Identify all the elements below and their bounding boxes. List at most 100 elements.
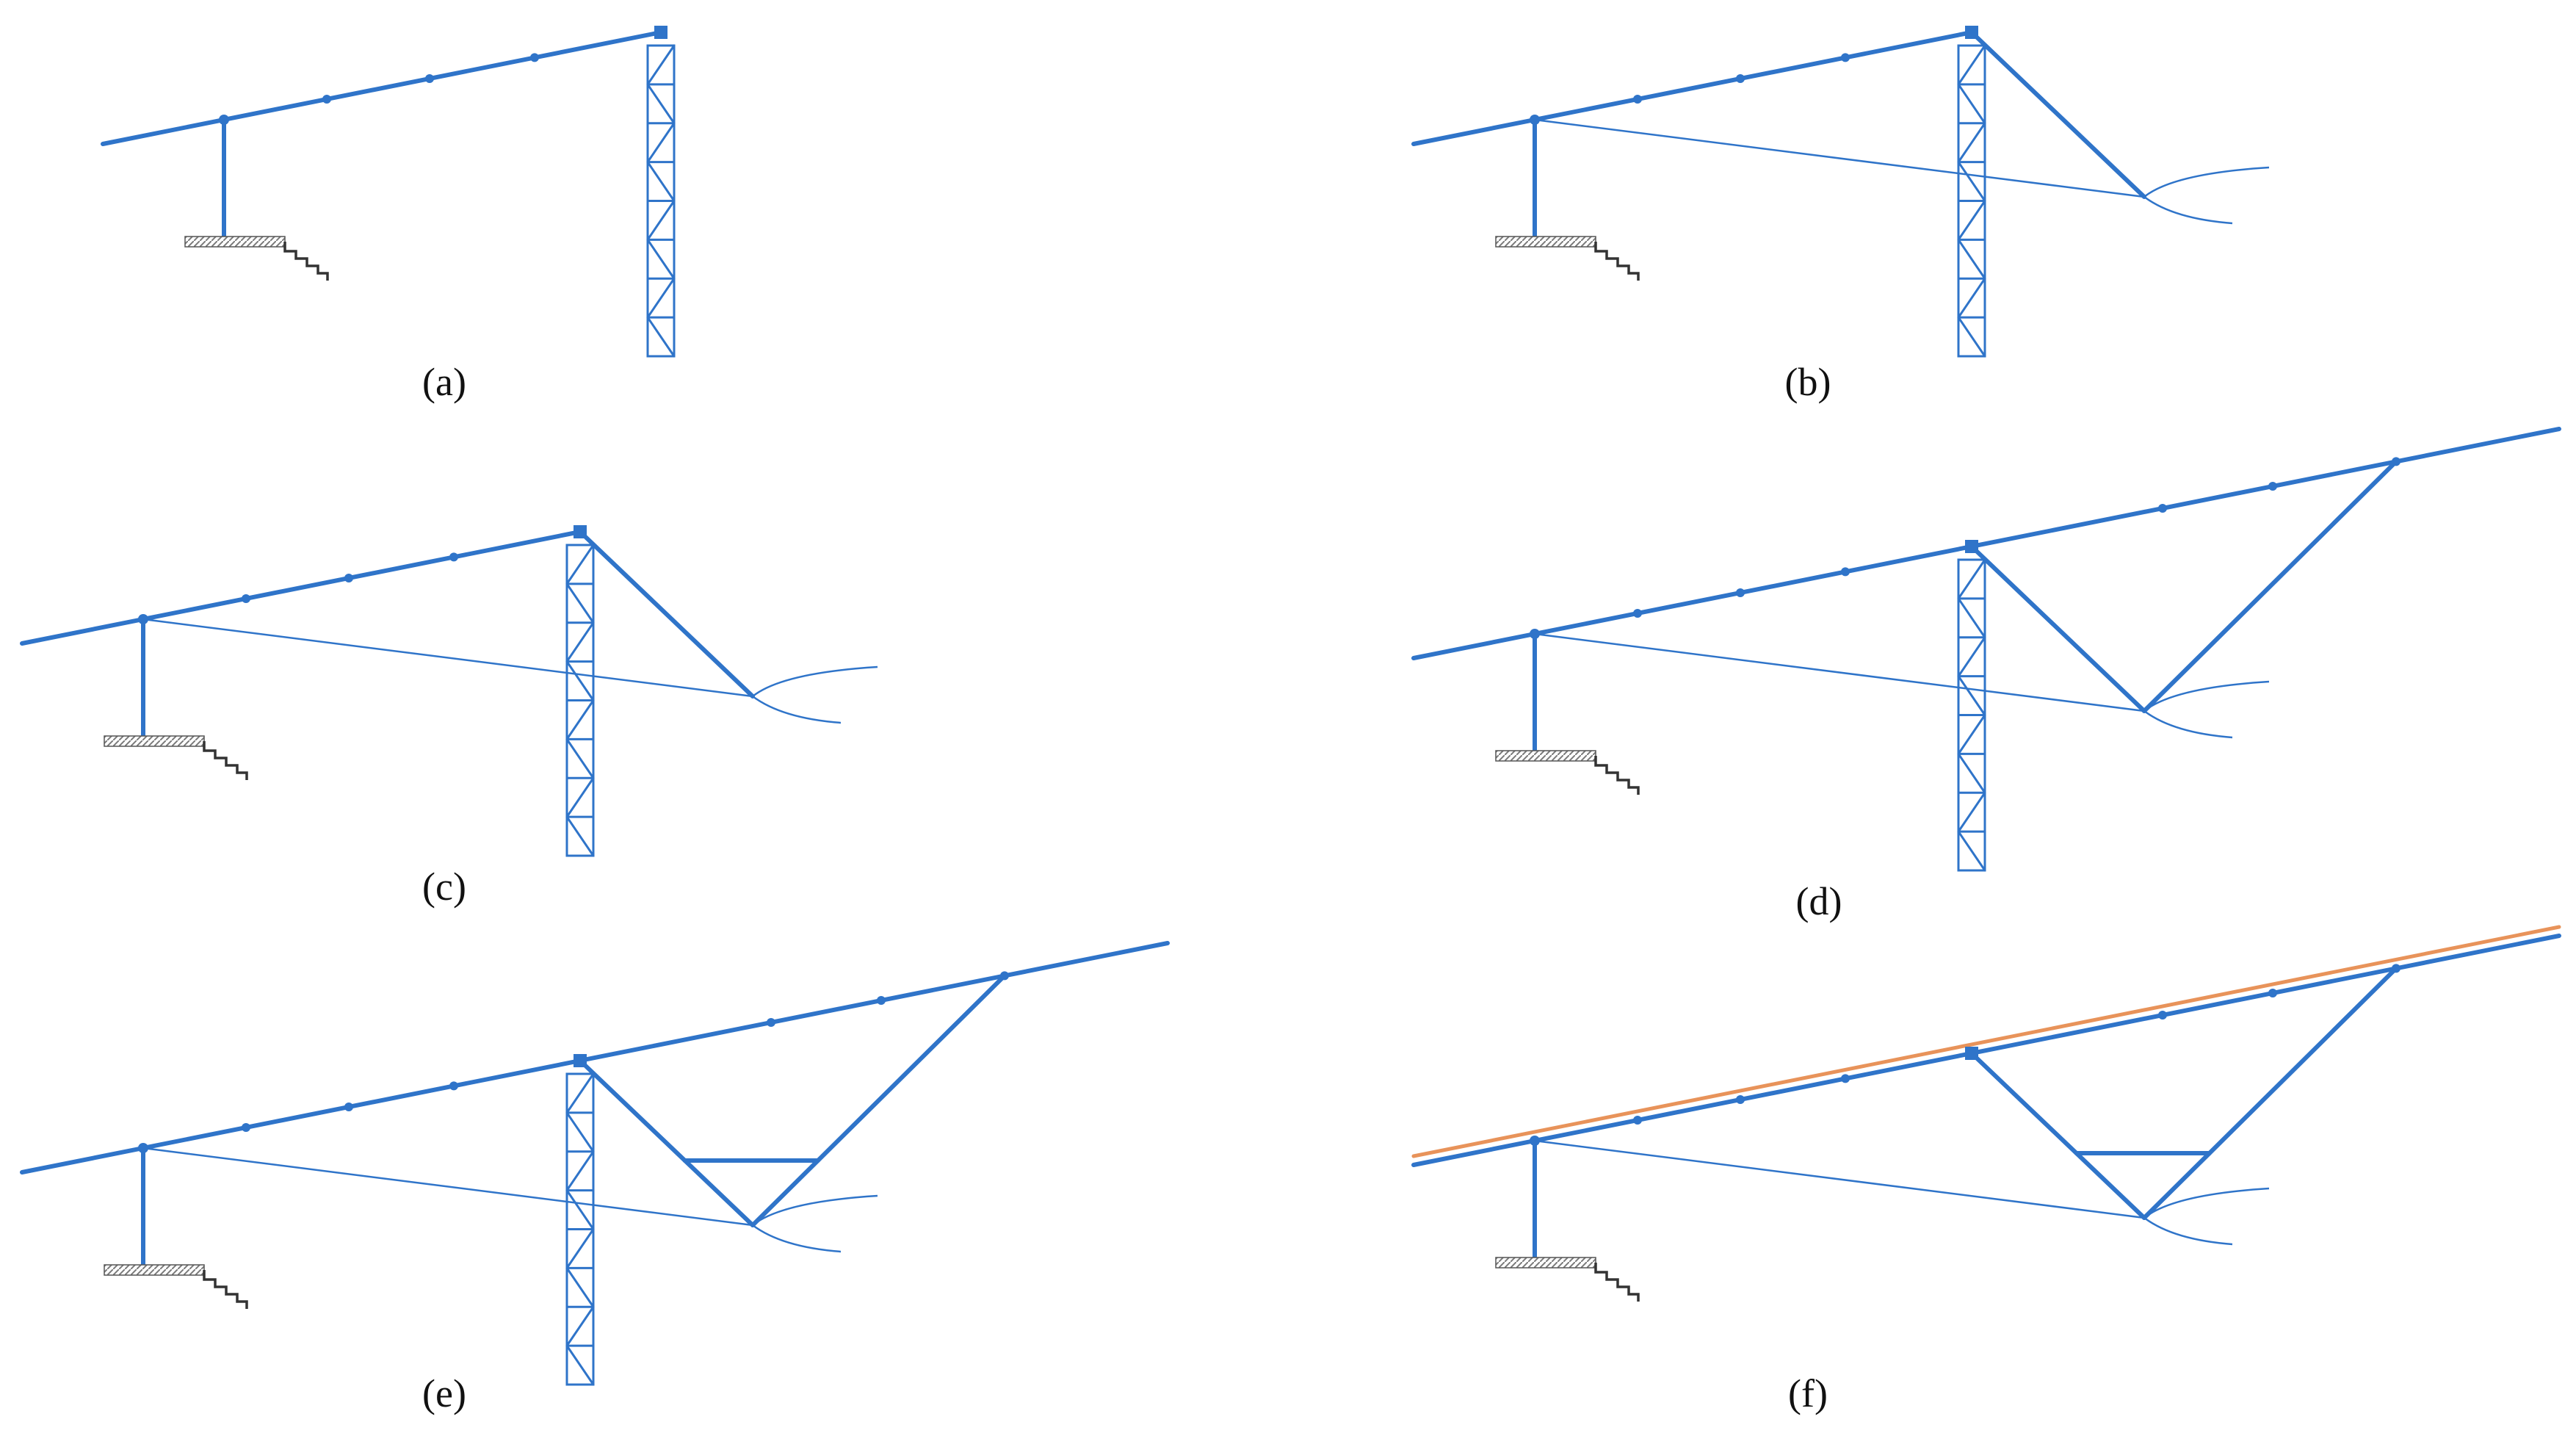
truss-diagonal-left [1969, 544, 2146, 713]
panel-label-e: (e) [422, 1371, 466, 1415]
deck-node [1736, 1095, 1745, 1104]
panel-e: (e) [20, 941, 1170, 1415]
panel-a: (a) [101, 26, 676, 404]
deck-node [322, 95, 331, 104]
overlay-line [1411, 925, 2561, 1158]
bridge-deck [1411, 427, 2561, 739]
pile-cap [104, 1264, 205, 1276]
deck-joint [1965, 540, 1978, 553]
anchor-curve-lower [2143, 710, 2233, 739]
pile-foundation [184, 236, 329, 281]
panel-label-d: (d) [1796, 879, 1842, 923]
pier-node [1530, 115, 1540, 125]
stay-cable [1533, 632, 2146, 712]
deck-girder [20, 530, 582, 646]
tower-brace [646, 161, 676, 202]
pier-node [1530, 629, 1540, 639]
tower-brace [1957, 316, 1986, 358]
anchor-curve-lower [2143, 195, 2233, 225]
deck-girder [1411, 30, 1974, 146]
deck-node [1841, 53, 1850, 62]
deck-node [530, 53, 539, 62]
pile-foundation [1495, 1257, 1640, 1302]
tower-brace [565, 1072, 595, 1114]
deck-node [2158, 504, 2167, 513]
pile-cap [184, 236, 286, 248]
tower-brace [1957, 830, 1986, 872]
stepped-footing [1594, 242, 1640, 281]
anchor-curve-upper [2143, 680, 2270, 712]
panel-label-a: (a) [422, 360, 466, 404]
truss-diagonal-left [1969, 1051, 2146, 1220]
bridge-deck [1411, 925, 2561, 1246]
bridge-deck [20, 525, 878, 724]
stay-cable [1533, 118, 2146, 198]
pier [1530, 1136, 1540, 1260]
pier [138, 1143, 148, 1267]
tower-brace [1957, 277, 1986, 319]
deck-joint [1965, 26, 1978, 39]
deck-node [2268, 482, 2277, 491]
panel-b: (b) [1411, 26, 2270, 404]
tower-truss [646, 44, 676, 358]
tower-brace [565, 1189, 595, 1230]
truss-diagonal-left [578, 1058, 755, 1227]
pile-cap [1495, 236, 1596, 248]
tower-brace [565, 544, 595, 585]
tower-brace [646, 316, 676, 358]
stay-cable [1533, 1139, 2146, 1219]
pier [138, 614, 148, 738]
anchor-curve-upper [2143, 166, 2270, 198]
tower-brace [565, 815, 595, 857]
stepped-footing [203, 741, 248, 780]
deck-node [2158, 1011, 2167, 1020]
deck-node [449, 1081, 458, 1091]
panel-label-f: (f) [1788, 1371, 1828, 1415]
tower-brace [565, 1266, 595, 1308]
tower-brace [1957, 597, 1986, 639]
pile-foundation [1495, 750, 1640, 795]
deck-node [425, 74, 434, 83]
panel-c: (c) [20, 525, 878, 909]
panel-f: (f) [1411, 925, 2561, 1415]
tower-brace [565, 1111, 595, 1153]
tower-truss [565, 1072, 595, 1386]
deck-node [1736, 588, 1745, 597]
anchor-curve-lower [752, 1224, 842, 1253]
anchor-curve-upper [752, 1194, 878, 1226]
pier-node [138, 614, 148, 624]
pier [1530, 629, 1540, 753]
tower-brace [1957, 83, 1986, 125]
tower-truss [1957, 558, 1986, 872]
panel-d: (d) [1411, 427, 2561, 923]
tower-brace [565, 1305, 595, 1347]
tower-brace [646, 122, 676, 164]
pier-node [219, 115, 229, 125]
tower-brace [646, 200, 676, 241]
deck-node [1633, 1116, 1642, 1125]
truss-diagonal-right [2142, 966, 2398, 1220]
pier [1530, 115, 1540, 239]
tower-brace [565, 660, 595, 701]
tower-brace [646, 238, 676, 280]
tower-brace [1957, 752, 1986, 794]
deck-joint [1965, 1047, 1978, 1060]
stepped-footing [283, 242, 329, 281]
deck-node [1736, 74, 1745, 83]
truss-diagonal-right [2142, 459, 2398, 713]
deck-joint [574, 525, 587, 538]
anchor-curve-lower [752, 695, 842, 724]
truss-diagonal-right [750, 973, 1007, 1227]
tower-brace [646, 83, 676, 125]
tower-brace [1957, 675, 1986, 716]
pier-node [1530, 1136, 1540, 1146]
deck-joint [574, 1054, 587, 1067]
bridge-deck [20, 941, 1170, 1253]
deck-girder [101, 30, 663, 146]
tower-truss [1957, 44, 1986, 358]
tower-brace [1957, 636, 1986, 678]
deck-node [1633, 609, 1642, 618]
deck-node [344, 1103, 353, 1111]
tower-brace [565, 776, 595, 818]
